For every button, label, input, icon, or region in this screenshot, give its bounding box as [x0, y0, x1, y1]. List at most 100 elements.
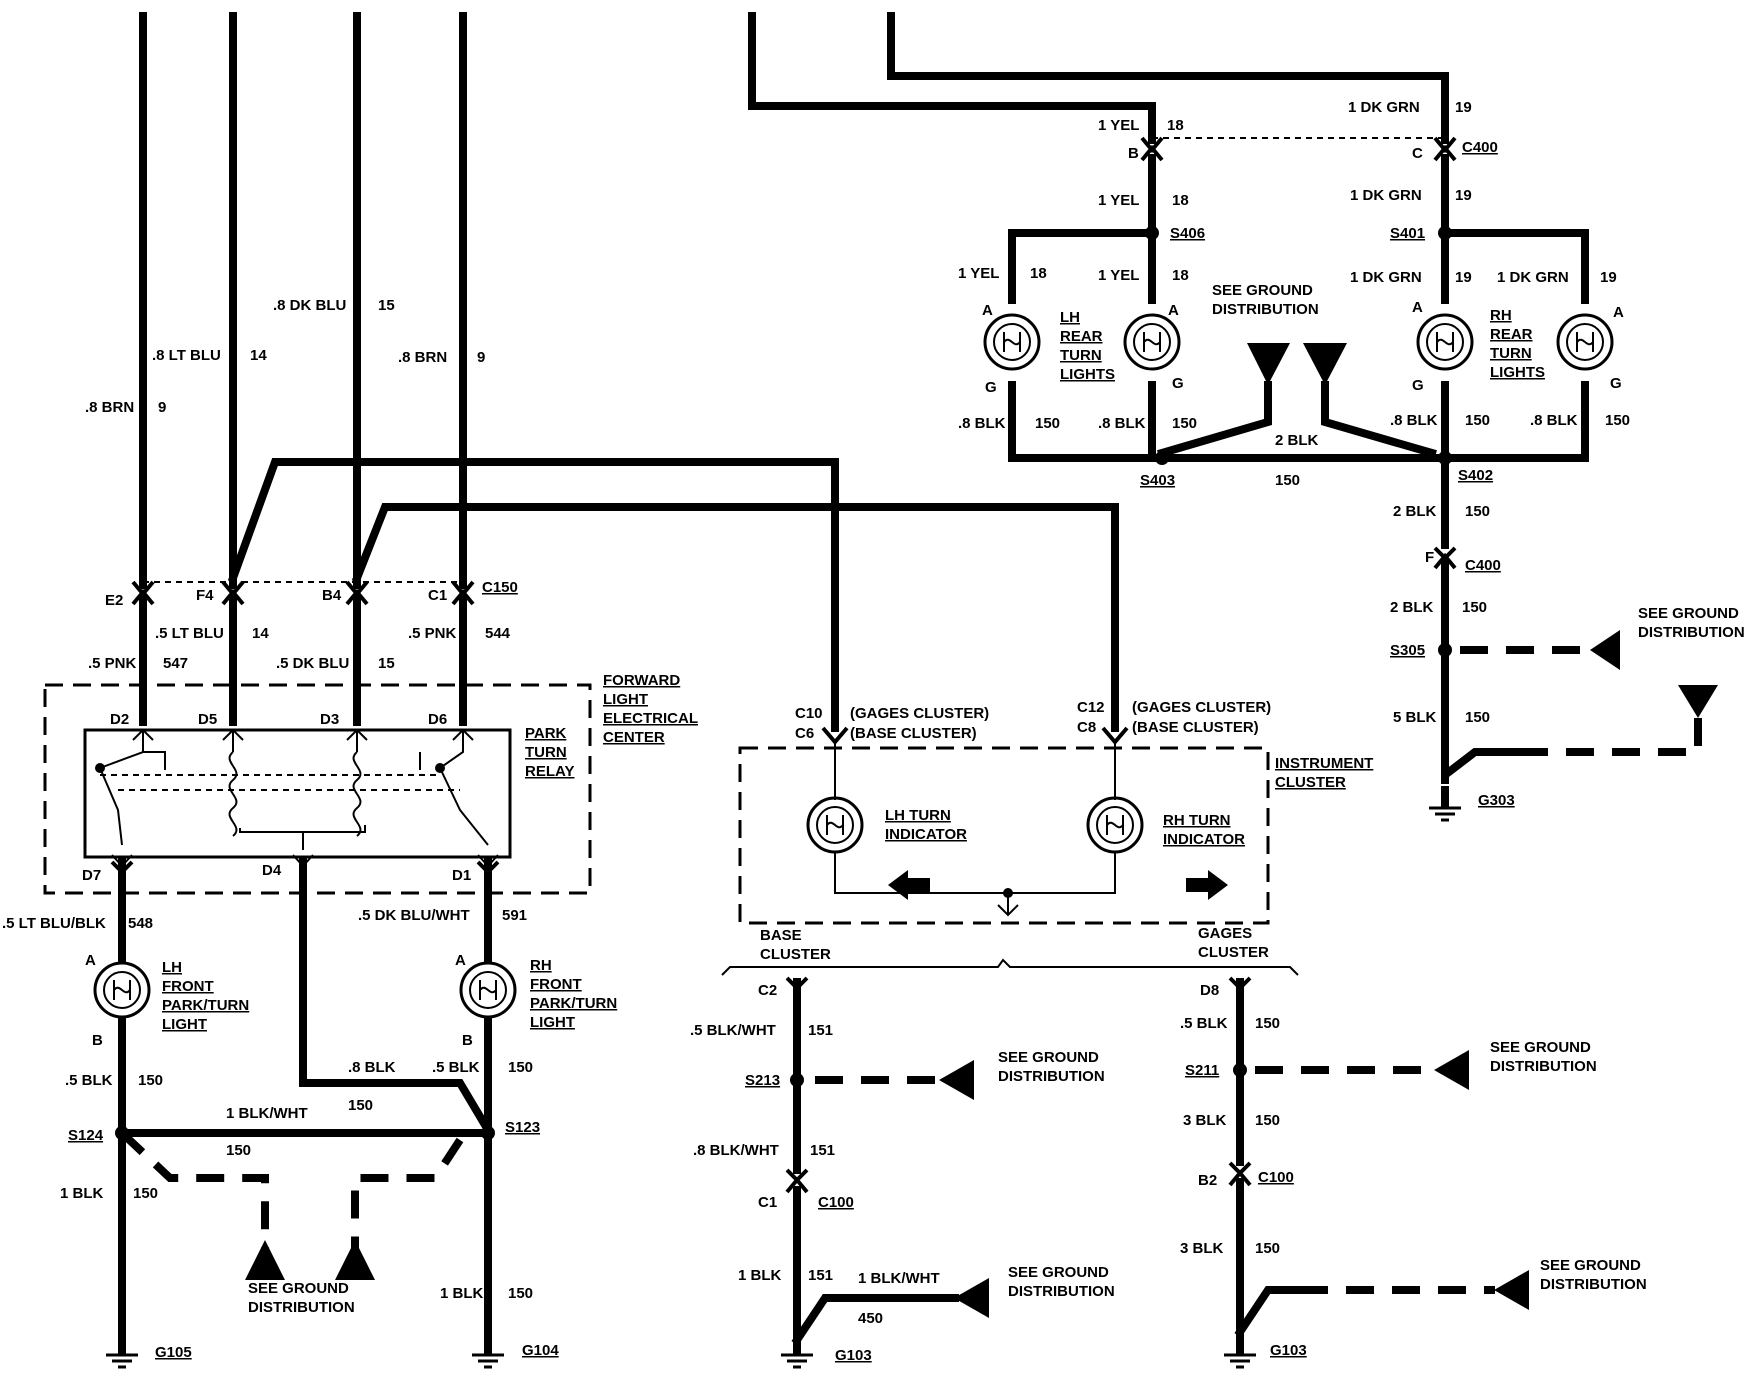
rh-rear-bulb-1	[1416, 313, 1474, 371]
svg-text:1 BLK/WHT: 1 BLK/WHT	[226, 1105, 308, 1122]
svg-text:C2: C2	[758, 982, 777, 999]
svg-text:C8: C8	[1077, 719, 1096, 736]
svg-text:150: 150	[1172, 415, 1197, 432]
instrument-cluster-box	[738, 746, 1270, 925]
svg-text:C6: C6	[795, 725, 814, 742]
svg-text:CENTER: CENTER	[603, 729, 665, 746]
lh-indicator-bulb	[806, 796, 864, 854]
svg-text:CLUSTER: CLUSTER	[760, 946, 831, 963]
cluster-internals	[834, 742, 1116, 917]
svg-text:F4: F4	[196, 587, 214, 604]
svg-text:150: 150	[508, 1285, 533, 1302]
svg-text:.8 BLK: .8 BLK	[1530, 412, 1578, 429]
svg-text:RH: RH	[1490, 307, 1512, 324]
svg-text:(GAGES CLUSTER): (GAGES CLUSTER)	[850, 705, 989, 722]
svg-text:1 BLK: 1 BLK	[738, 1267, 782, 1284]
svg-text:.8 BLK: .8 BLK	[1390, 412, 1438, 429]
svg-text:LIGHTS: LIGHTS	[1060, 366, 1115, 383]
svg-text:INSTRUMENT: INSTRUMENT	[1275, 755, 1373, 772]
svg-text:SEE GROUND: SEE GROUND	[1490, 1039, 1591, 1056]
svg-text:DISTRIBUTION: DISTRIBUTION	[1008, 1283, 1115, 1300]
svg-text:TURN: TURN	[1060, 347, 1102, 364]
svg-text:150: 150	[1605, 412, 1630, 429]
svg-text:FRONT: FRONT	[162, 978, 214, 995]
svg-text:1 YEL: 1 YEL	[1098, 192, 1139, 209]
svg-text:FRONT: FRONT	[530, 976, 582, 993]
park-turn-relay-box	[83, 728, 512, 859]
svg-text:150: 150	[1465, 709, 1490, 726]
svg-text:.5 BLK: .5 BLK	[65, 1072, 113, 1089]
svg-text:2 BLK: 2 BLK	[1393, 503, 1437, 520]
svg-text:C400: C400	[1465, 557, 1501, 574]
svg-text:.8 DK BLU: .8 DK BLU	[273, 297, 346, 314]
svg-text:S401: S401	[1390, 225, 1425, 242]
svg-text:1 BLK: 1 BLK	[60, 1185, 104, 1202]
svg-text:ELECTRICAL: ELECTRICAL	[603, 710, 698, 727]
svg-text:S406: S406	[1170, 225, 1205, 242]
svg-text:19: 19	[1455, 269, 1472, 286]
svg-text:.5 PNK: .5 PNK	[408, 625, 457, 642]
svg-text:C: C	[1412, 145, 1423, 162]
svg-text:.5 BLK/WHT: .5 BLK/WHT	[690, 1022, 776, 1039]
svg-text:S403: S403	[1140, 472, 1175, 489]
svg-text:B: B	[92, 1032, 103, 1049]
svg-text:1 DK GRN: 1 DK GRN	[1348, 99, 1420, 116]
svg-text:(GAGES CLUSTER): (GAGES CLUSTER)	[1132, 699, 1271, 716]
svg-text:C100: C100	[818, 1194, 854, 1211]
svg-text:1 YEL: 1 YEL	[958, 265, 999, 282]
svg-text:SEE GROUND: SEE GROUND	[1540, 1257, 1641, 1274]
svg-text:C150: C150	[482, 579, 518, 596]
svg-text:C1: C1	[428, 587, 447, 604]
svg-text:REAR: REAR	[1490, 326, 1533, 343]
svg-text:S305: S305	[1390, 642, 1425, 659]
svg-text:G303: G303	[1478, 792, 1515, 809]
svg-text:150: 150	[1255, 1240, 1280, 1257]
svg-text:1 DK GRN: 1 DK GRN	[1350, 269, 1422, 286]
svg-text:LIGHT: LIGHT	[162, 1016, 207, 1033]
svg-text:150: 150	[138, 1072, 163, 1089]
lh-rear-bulb-2	[1123, 313, 1181, 371]
lh-rear-bulb-1	[983, 313, 1041, 371]
svg-text:547: 547	[163, 655, 188, 672]
svg-text:544: 544	[485, 625, 511, 642]
svg-text:450: 450	[858, 1310, 883, 1327]
svg-text:.5 BLK: .5 BLK	[1180, 1015, 1228, 1032]
svg-text:FORWARD: FORWARD	[603, 672, 680, 689]
svg-text:E2: E2	[105, 592, 123, 609]
svg-text:DISTRIBUTION: DISTRIBUTION	[248, 1299, 355, 1316]
svg-text:18: 18	[1167, 117, 1184, 134]
svg-text:G: G	[985, 379, 997, 396]
svg-text:G103: G103	[1270, 1342, 1307, 1359]
right-arrow-icon	[1186, 870, 1228, 900]
svg-text:9: 9	[158, 399, 166, 416]
svg-text:3 BLK: 3 BLK	[1180, 1240, 1224, 1257]
svg-text:RH TURN: RH TURN	[1163, 812, 1231, 829]
svg-text:DISTRIBUTION: DISTRIBUTION	[1212, 301, 1319, 318]
svg-text:C1: C1	[758, 1194, 777, 1211]
ground-symbol-g103b	[1222, 1353, 1258, 1369]
svg-text:GAGES: GAGES	[1198, 925, 1252, 942]
svg-text:SEE GROUND: SEE GROUND	[248, 1280, 349, 1297]
svg-text:LH TURN: LH TURN	[885, 807, 951, 824]
svg-text:15: 15	[378, 655, 395, 672]
svg-text:150: 150	[1255, 1112, 1280, 1129]
svg-text:C10: C10	[795, 705, 823, 722]
svg-text:14: 14	[252, 625, 269, 642]
svg-text:S123: S123	[505, 1119, 540, 1136]
svg-text:A: A	[1613, 304, 1624, 321]
svg-text:RH: RH	[530, 957, 552, 974]
svg-text:CLUSTER: CLUSTER	[1198, 944, 1269, 961]
svg-text:150: 150	[1035, 415, 1060, 432]
svg-text:19: 19	[1600, 269, 1617, 286]
svg-text:BASE: BASE	[760, 927, 802, 944]
svg-text:151: 151	[810, 1142, 835, 1159]
svg-text:150: 150	[348, 1097, 373, 1114]
svg-text:TURN: TURN	[525, 744, 567, 761]
svg-text:B4: B4	[322, 587, 342, 604]
svg-text:14: 14	[250, 347, 267, 364]
svg-text:CLUSTER: CLUSTER	[1275, 774, 1346, 791]
svg-text:DISTRIBUTION: DISTRIBUTION	[1540, 1276, 1647, 1293]
splice-dots	[115, 226, 1452, 1140]
connector-pins	[110, 136, 1457, 1194]
